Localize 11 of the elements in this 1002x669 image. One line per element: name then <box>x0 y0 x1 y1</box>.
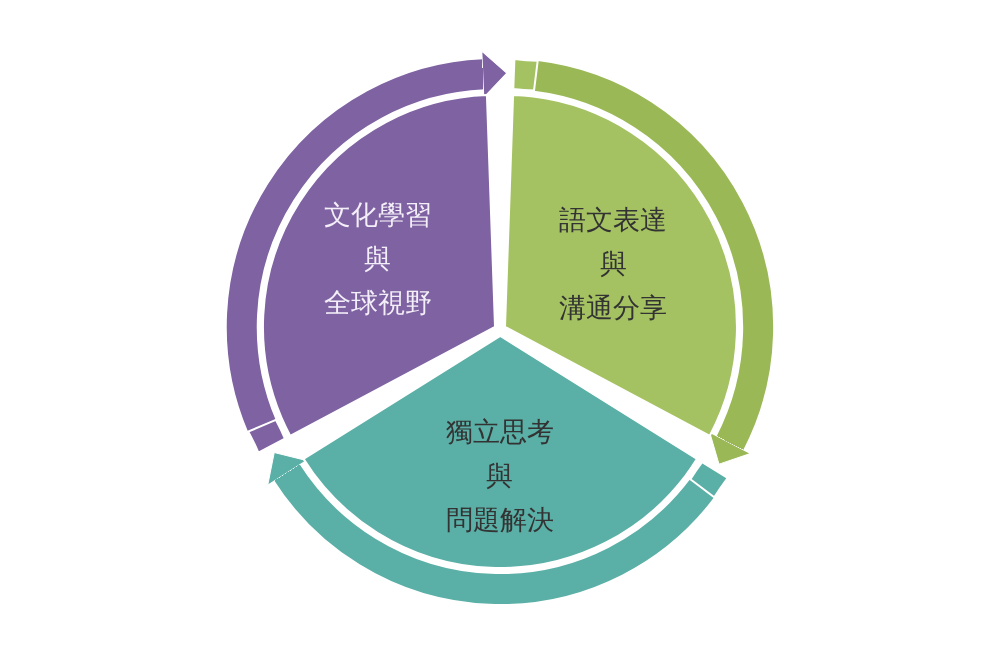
curved-arrow <box>268 452 714 604</box>
segment-text: 語文表達 <box>559 204 668 238</box>
segment-text: 獨立思考 <box>446 416 554 449</box>
segment-text: 問題解決 <box>446 504 554 537</box>
segment-text: 與 <box>598 248 628 282</box>
segment-text: 與 <box>363 243 393 277</box>
segment-text: 溝通分享 <box>559 292 668 326</box>
segment-text: 全球視野 <box>323 287 432 321</box>
segment-text: 文化學習 <box>323 199 432 233</box>
segment-text: 與 <box>485 460 515 493</box>
curved-arrow <box>226 50 508 431</box>
